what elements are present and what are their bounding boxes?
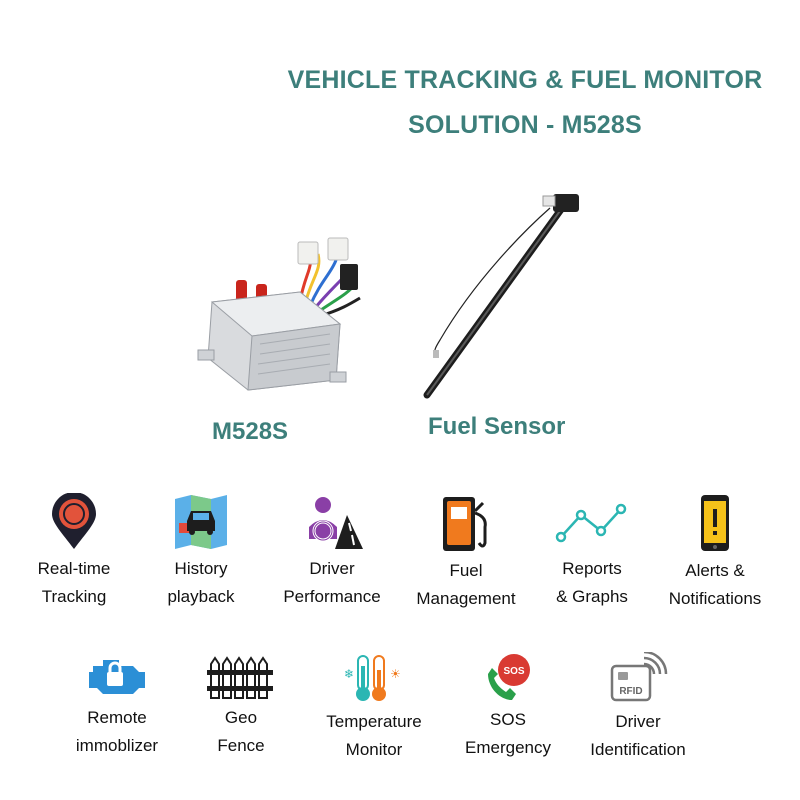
graph-icon xyxy=(555,503,627,543)
device-label: M528S xyxy=(212,418,289,445)
feature-driver-identification: RFID Driver Identification xyxy=(578,652,698,764)
feature-line2: Emergency xyxy=(465,738,551,757)
map-pin-icon xyxy=(52,493,96,549)
engine-lock-icon xyxy=(89,660,145,694)
feature-line1: Real-time xyxy=(37,559,111,578)
svg-text:RFID: RFID xyxy=(619,686,642,697)
fence-icon xyxy=(207,656,273,699)
feature-line1: History xyxy=(174,559,228,578)
feature-line2: & Graphs xyxy=(556,587,628,606)
feature-line1: Geo xyxy=(224,708,258,727)
rfid-icon: RFID xyxy=(610,652,668,702)
feature-line1: Temperature xyxy=(326,712,422,731)
feature-line2: Performance xyxy=(283,587,381,606)
sensor-label: Fuel Sensor xyxy=(428,413,566,440)
feature-line2: Tracking xyxy=(41,587,107,606)
feature-line1: Fuel xyxy=(449,561,483,580)
feature-line2: Notifications xyxy=(668,589,762,608)
sos-phone-icon: SOS xyxy=(488,654,530,700)
feature-line2: Identification xyxy=(590,740,686,759)
feature-line1: Reports xyxy=(562,559,622,578)
feature-remote-immobilizer: Remote immoblizer xyxy=(62,652,172,760)
page-title-line1: VEHICLE TRACKING & FUEL MONITOR xyxy=(287,66,763,94)
svg-text:☀: ☀ xyxy=(390,667,401,681)
feature-line2: Fence xyxy=(217,736,265,755)
feature-alerts-notifications: Alerts & Notifications xyxy=(655,493,775,613)
feature-geo-fence: Geo Fence xyxy=(196,652,286,760)
fuel-pump-icon xyxy=(443,497,487,551)
feature-line1: Driver xyxy=(309,559,355,578)
page-title-line2: SOLUTION - M528S xyxy=(408,111,642,139)
feature-line2: playback xyxy=(167,587,235,606)
tracker-device-image xyxy=(197,237,361,391)
feature-line2: Monitor xyxy=(345,740,403,759)
svg-text:❄: ❄ xyxy=(344,667,354,681)
feature-line2: immoblizer xyxy=(75,736,159,755)
feature-driver-performance: Driver Performance xyxy=(274,493,390,611)
feature-line1: Remote xyxy=(87,708,147,727)
feature-history-playback: History playback xyxy=(146,493,256,611)
feature-line1: Alerts & xyxy=(685,561,745,580)
feature-realtime-tracking: Real-time Tracking xyxy=(19,493,129,611)
feature-line1: SOS xyxy=(490,710,526,729)
feature-temperature-monitor: ❄ ☀ Temperature Monitor xyxy=(314,652,434,764)
feature-fuel-management: Fuel Management xyxy=(408,493,524,613)
thermometer-icon: ❄ ☀ xyxy=(344,655,401,701)
feature-reports-graphs: Reports & Graphs xyxy=(542,493,642,611)
driver-icon xyxy=(309,497,363,549)
phone-alert-icon xyxy=(701,495,729,551)
feature-sos-emergency: SOS SOS Emergency xyxy=(456,652,560,762)
fuel-sensor-image xyxy=(423,194,579,399)
feature-line2: Management xyxy=(416,589,516,608)
map-car-icon xyxy=(175,495,227,549)
feature-line1: Driver xyxy=(615,712,661,731)
svg-text:SOS: SOS xyxy=(503,666,524,677)
